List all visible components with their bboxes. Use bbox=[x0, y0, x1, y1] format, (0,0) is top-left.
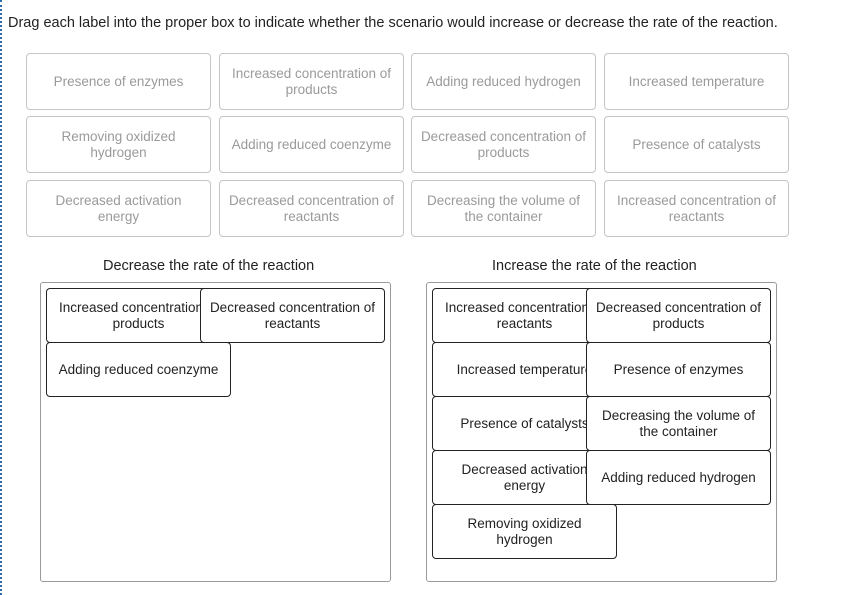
placed-label[interactable]: Presence of enzymes bbox=[586, 342, 771, 397]
placed-label[interactable]: Decreased concentration of products bbox=[586, 288, 771, 343]
bank-label[interactable]: Decreased activation energy bbox=[26, 180, 211, 237]
increase-zone-title: Increase the rate of the reaction bbox=[492, 258, 697, 274]
bank-label[interactable]: Adding reduced hydrogen bbox=[411, 53, 596, 110]
bank-label[interactable]: Decreased concentration of products bbox=[411, 116, 596, 173]
placed-label[interactable]: Increased temperature bbox=[432, 342, 617, 397]
bank-label[interactable]: Decreased concentration of reactants bbox=[219, 180, 404, 237]
bank-label[interactable]: Removing oxidized hydrogen bbox=[26, 116, 211, 173]
decrease-zone-title: Decrease the rate of the reaction bbox=[103, 258, 315, 274]
bank-label[interactable]: Presence of enzymes bbox=[26, 53, 211, 110]
bank-label[interactable]: Increased concentration of products bbox=[219, 53, 404, 110]
placed-label[interactable]: Adding reduced hydrogen bbox=[586, 450, 771, 505]
bank-label[interactable]: Decreasing the volume of the container bbox=[411, 180, 596, 237]
placed-label[interactable]: Removing oxidized hydrogen bbox=[432, 504, 617, 559]
instructions-text: Drag each label into the proper box to i… bbox=[8, 15, 778, 31]
bank-label[interactable]: Increased temperature bbox=[604, 53, 789, 110]
placed-label[interactable]: Decreasing the volume of the container bbox=[586, 396, 771, 451]
bank-label[interactable]: Adding reduced coenzyme bbox=[219, 116, 404, 173]
bank-label[interactable]: Presence of catalysts bbox=[604, 116, 789, 173]
placed-label[interactable]: Decreased concentration of reactants bbox=[200, 288, 385, 343]
bank-label[interactable]: Increased concentration of reactants bbox=[604, 180, 789, 237]
placed-label[interactable]: Adding reduced coenzyme bbox=[46, 342, 231, 397]
left-border bbox=[0, 0, 2, 595]
